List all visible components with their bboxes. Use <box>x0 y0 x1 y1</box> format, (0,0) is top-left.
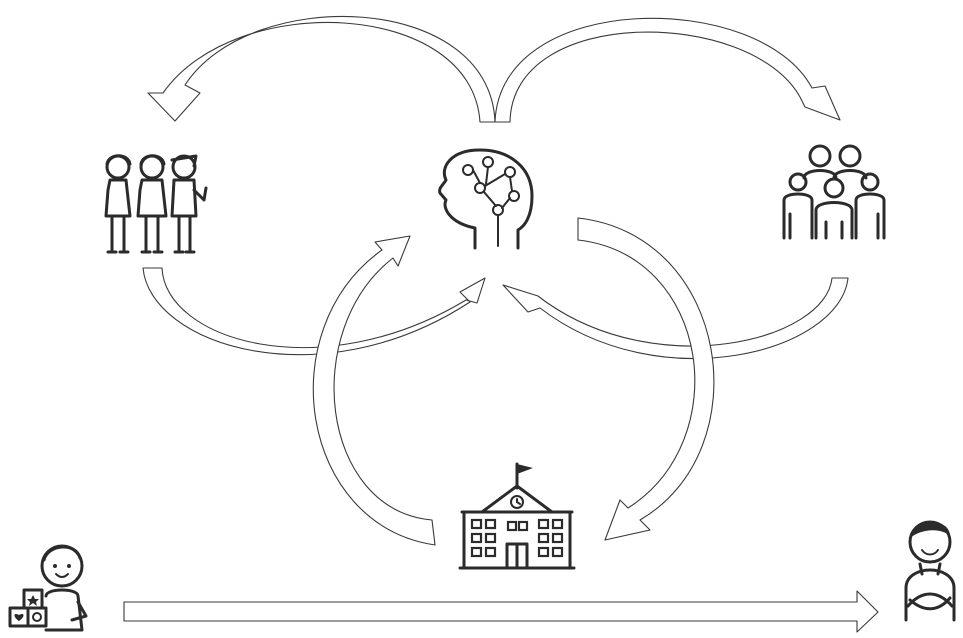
family-group-icon <box>784 146 884 238</box>
child-with-blocks-icon <box>10 546 86 630</box>
arrow-brain-to-family <box>495 18 840 122</box>
school-building-icon <box>460 464 574 568</box>
arrow-child-to-adult <box>124 591 878 632</box>
adult-person-icon <box>906 522 954 620</box>
arrow-brain-to-school <box>578 218 714 540</box>
arrow-brain-to-friends <box>148 16 495 122</box>
peer-group-icon <box>106 156 206 252</box>
brain-circuit-icon <box>440 150 532 248</box>
arrow-friends-to-brain <box>143 268 485 355</box>
arrow-school-to-brain <box>313 236 435 545</box>
